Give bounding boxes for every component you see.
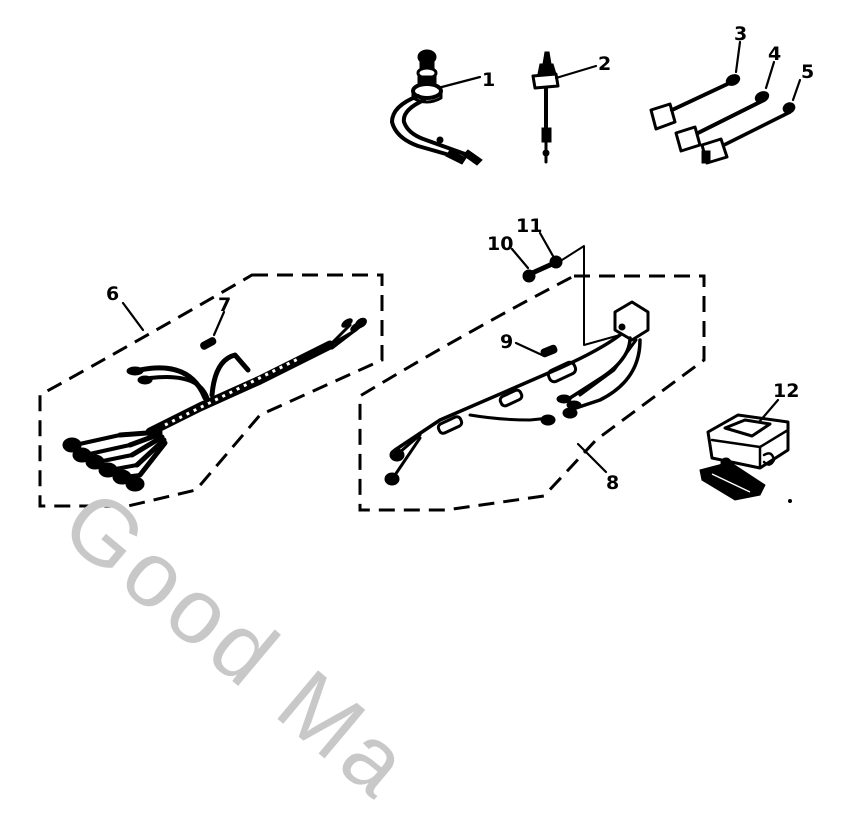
callout-label-9: 9: [500, 331, 513, 353]
callout-label-12: 12: [773, 380, 799, 402]
group-6-border: [38, 273, 384, 508]
callout-1: 1: [436, 69, 495, 91]
callout-label-8: 8: [606, 472, 619, 494]
part-8-wire-lead: [384, 300, 650, 486]
callout-label-2: 2: [598, 53, 611, 75]
callout-label-4: 4: [768, 43, 781, 65]
callout-label-1: 1: [482, 69, 495, 91]
callout-label-3: 3: [734, 23, 747, 45]
part-3-lead: [649, 74, 741, 131]
part-10-bolt: [522, 262, 553, 283]
part-11-washer: [549, 255, 563, 269]
part-5-lead: [700, 102, 796, 165]
callouts-6-7: 6 7: [106, 283, 231, 337]
callouts-3-4-5: 3 4 5: [734, 23, 814, 102]
callouts-8-to-11: 9 10 11 8: [487, 215, 621, 494]
callout-label-6: 6: [106, 283, 119, 305]
callout-label-11: 11: [516, 215, 542, 237]
part-4-lead: [674, 91, 770, 153]
callout-label-7: 7: [218, 294, 231, 316]
part-12-regulator: [699, 413, 792, 503]
parts-diagram: 1 2 3 4 5: [38, 23, 814, 512]
callout-label-5: 5: [801, 61, 814, 83]
callout-label-10: 10: [487, 233, 513, 255]
callout-12: 12: [758, 380, 799, 423]
part-6-wire-harness: [62, 317, 367, 492]
part-2-sensor: [531, 51, 560, 164]
part-1-switch: [390, 49, 483, 166]
group-8-border: [358, 274, 706, 512]
callout-2: 2: [554, 53, 611, 80]
part-7-sleeve: [200, 337, 217, 350]
